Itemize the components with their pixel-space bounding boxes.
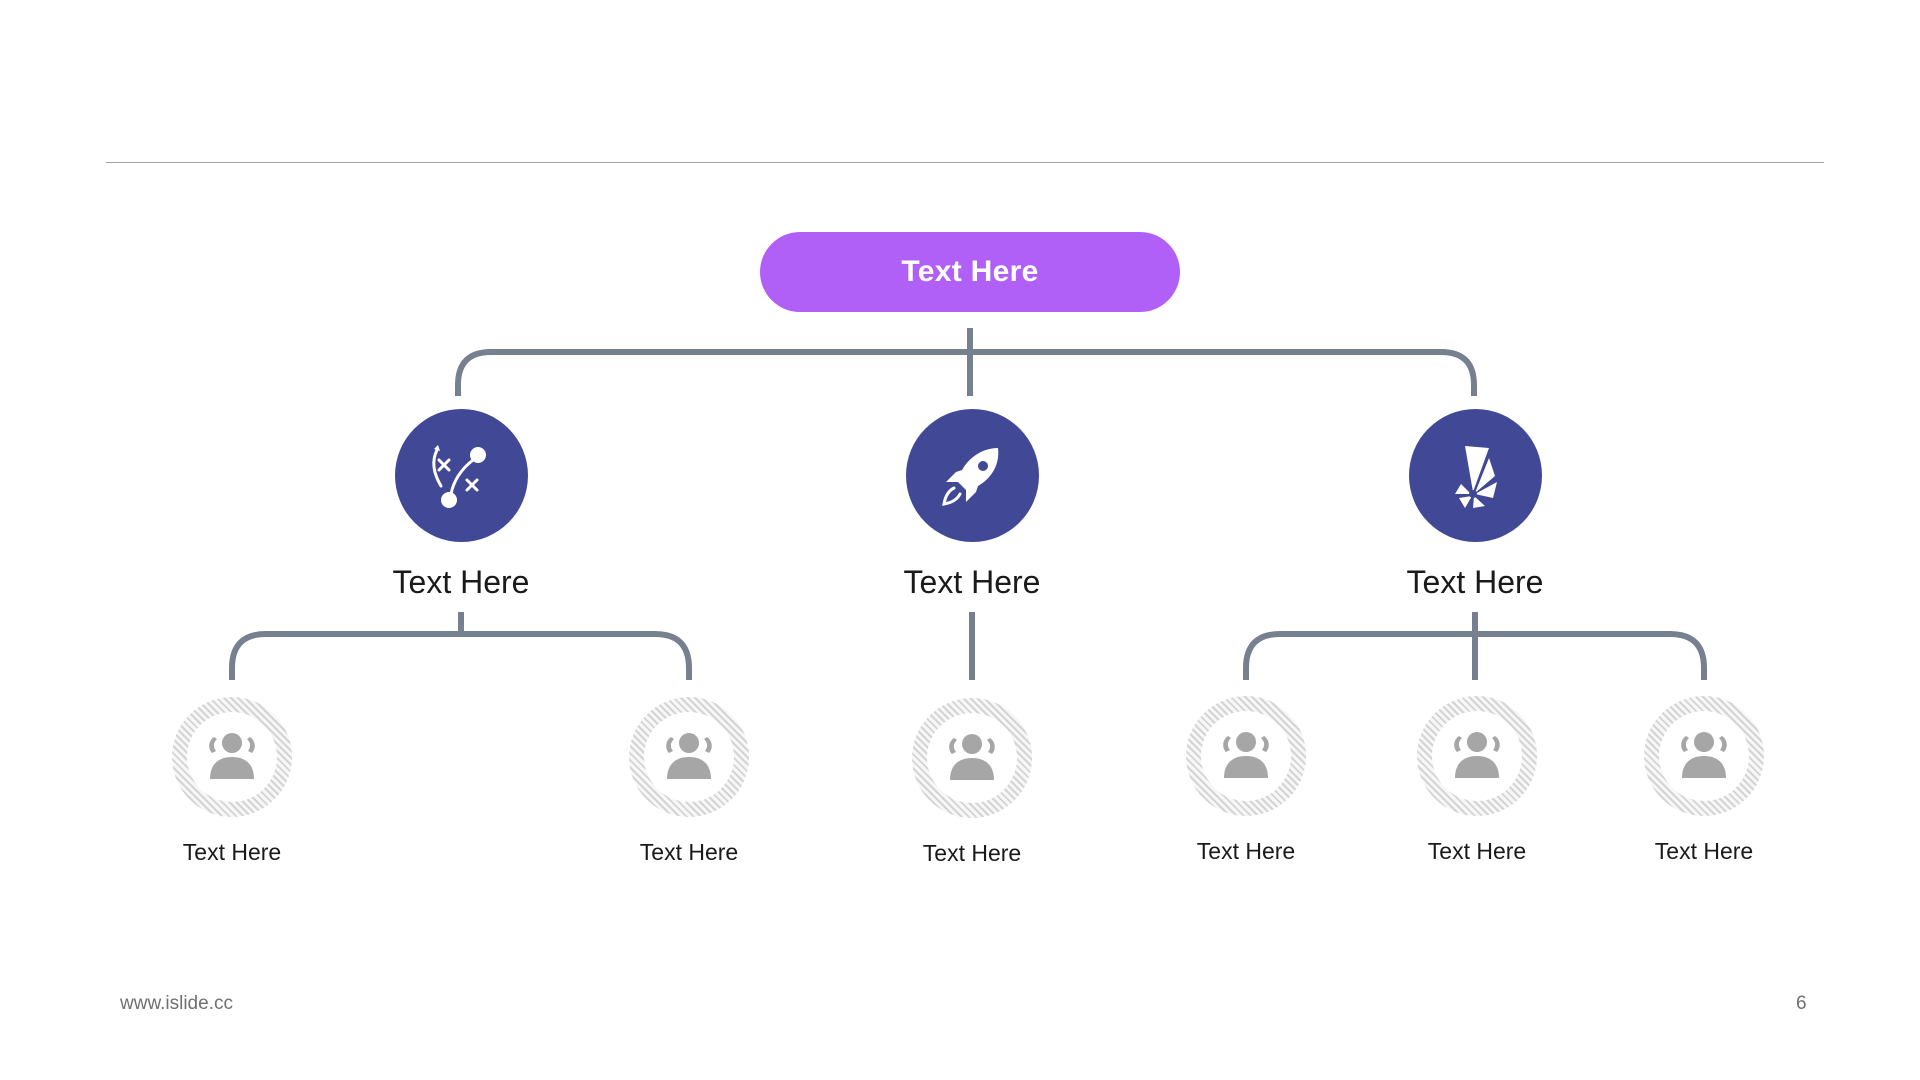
left-branch: [229, 631, 692, 680]
level2-label: Text Here: [1427, 838, 1527, 864]
level2-ring: [172, 697, 292, 817]
level2-inner: [1432, 711, 1522, 801]
level2-label: Text Here: [1654, 838, 1754, 864]
level2-inner: [644, 712, 734, 802]
right-branch: [1243, 631, 1707, 680]
level1-circle: [1408, 409, 1542, 542]
level2-inner: [187, 712, 277, 802]
level2-inner: [1659, 711, 1749, 801]
level2-ring: [629, 697, 749, 817]
root-branch: [455, 349, 1477, 396]
pinwheel-icon: [1455, 445, 1497, 508]
strategy-play-icon: [432, 444, 486, 508]
level2-node-6[interactable]: Text Here: [1604, 696, 1804, 865]
people-icon: [1223, 732, 1269, 778]
level2-label: Text Here: [182, 839, 282, 865]
level1-label: Text Here: [903, 564, 1041, 600]
level2-node-4[interactable]: Text Here: [1146, 696, 1346, 865]
root-label: Text Here: [901, 255, 1039, 288]
level2-ring: [1644, 696, 1764, 816]
level2-node-2[interactable]: Text Here: [589, 697, 789, 866]
level1-node-3[interactable]: Text Here: [1355, 409, 1595, 601]
level1-circle: [905, 409, 1039, 542]
footer-website: www.islide.cc: [120, 993, 233, 1014]
level2-ring: [1186, 696, 1306, 816]
level1-node-1[interactable]: Text Here: [341, 409, 581, 601]
rocket-icon: [942, 447, 999, 506]
header-divider: [106, 162, 1824, 163]
level2-inner: [927, 713, 1017, 803]
people-icon: [1454, 732, 1500, 778]
people-icon: [209, 733, 255, 779]
level2-node-3[interactable]: Text Here: [872, 698, 1072, 867]
level2-inner: [1201, 711, 1291, 801]
level2-ring: [912, 698, 1032, 818]
level2-ring: [1417, 696, 1537, 816]
page-number: 6: [1796, 993, 1807, 1014]
people-icon: [949, 734, 995, 780]
level2-label: Text Here: [1196, 838, 1296, 864]
level2-node-5[interactable]: Text Here: [1377, 696, 1577, 865]
level1-label: Text Here: [1406, 564, 1544, 600]
level2-node-1[interactable]: Text Here: [132, 697, 332, 866]
level1-circle: [394, 409, 528, 542]
level2-label: Text Here: [639, 839, 739, 865]
level1-label: Text Here: [392, 564, 530, 600]
people-icon: [666, 733, 712, 779]
level1-node-2[interactable]: Text Here: [852, 409, 1092, 601]
people-icon: [1681, 732, 1727, 778]
level2-label: Text Here: [922, 840, 1022, 866]
root-node[interactable]: Text Here: [760, 232, 1180, 312]
